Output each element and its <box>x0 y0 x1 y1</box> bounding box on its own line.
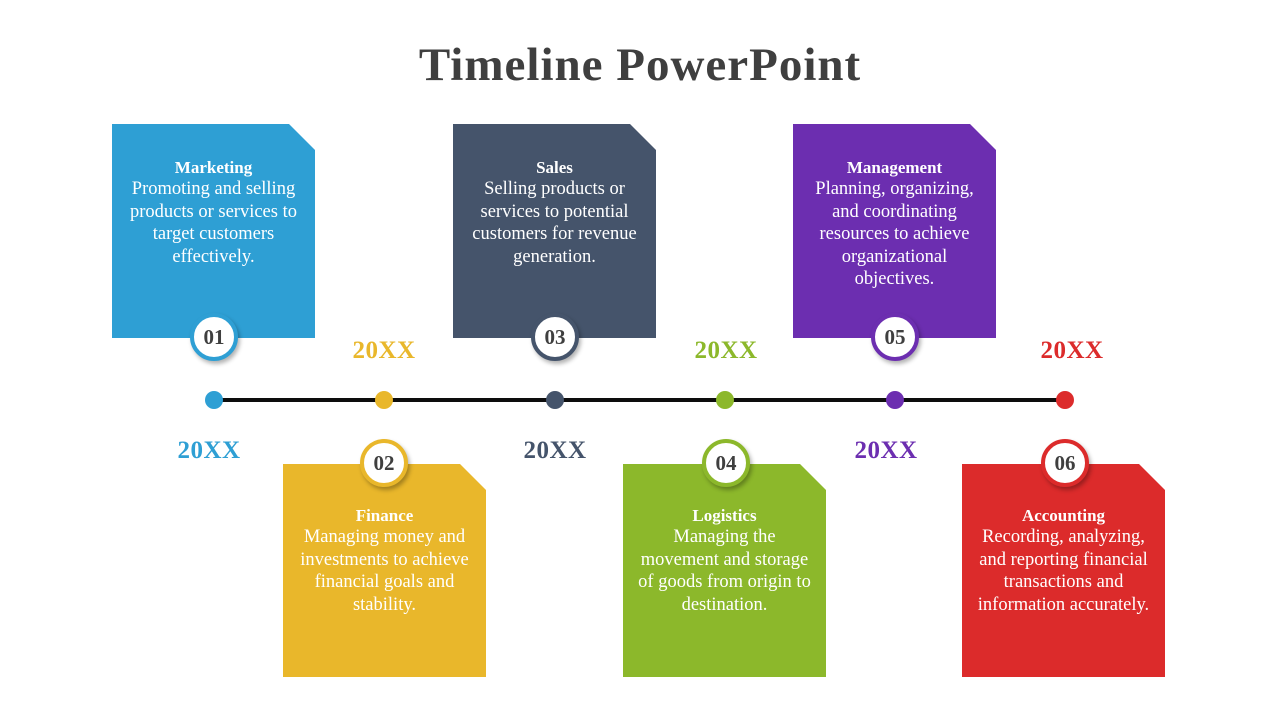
card-title: Accounting <box>1021 506 1106 525</box>
card-description: Managing money and investments to achiev… <box>300 527 469 615</box>
card-title: Finance <box>355 506 414 525</box>
card-number-badge-02[interactable]: 02 <box>360 439 408 487</box>
timeline-axis-line <box>214 398 1065 402</box>
page-title: Timeline PowerPoint <box>418 39 862 91</box>
card-title: Marketing <box>174 158 253 177</box>
timeline-dot-01[interactable] <box>205 391 223 409</box>
timeline-dot-02[interactable] <box>375 391 393 409</box>
year-label-2: 20XX <box>352 337 416 364</box>
year-label-1: 20XX <box>177 437 241 464</box>
year-label-5: 20XX <box>854 437 918 464</box>
timeline-dot-04[interactable] <box>716 391 734 409</box>
timeline-dot-06[interactable] <box>1056 391 1074 409</box>
card-number-badge-04[interactable]: 04 <box>702 439 750 487</box>
year-label-4: 20XX <box>694 337 758 364</box>
card-title: Management <box>846 158 943 177</box>
card-description: Selling products or services to potentia… <box>472 179 637 267</box>
card-number-badge-06[interactable]: 06 <box>1041 439 1089 487</box>
timeline-dot-05[interactable] <box>886 391 904 409</box>
card-title: Sales <box>536 158 573 177</box>
card-description: Promoting and selling products or servic… <box>130 179 297 267</box>
card-description: Recording, analyzing, and reporting fina… <box>977 527 1150 615</box>
card-number-badge-01[interactable]: 01 <box>190 313 238 361</box>
card-description: Planning, organizing, and coordinating r… <box>815 179 974 289</box>
card-number-badge-05[interactable]: 05 <box>871 313 919 361</box>
card-title: Logistics <box>692 506 757 525</box>
year-label-3: 20XX <box>523 437 587 464</box>
card-description: Managing the movement and storage of goo… <box>638 527 811 615</box>
card-number-badge-03[interactable]: 03 <box>531 313 579 361</box>
timeline-dot-03[interactable] <box>546 391 564 409</box>
year-label-6: 20XX <box>1040 337 1104 364</box>
